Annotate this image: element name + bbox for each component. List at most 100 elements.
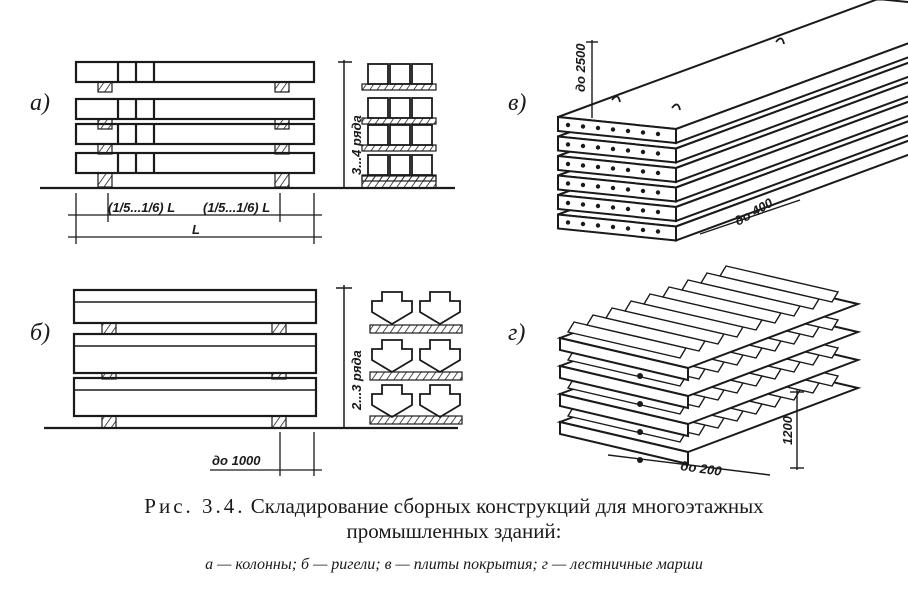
slab-void bbox=[565, 142, 571, 147]
slab-void bbox=[610, 185, 616, 191]
figure-caption-line1: Рис. 3.4. Складирование сборных конструк… bbox=[0, 494, 908, 518]
stair-flight-stack bbox=[556, 265, 862, 466]
slab-void bbox=[625, 128, 631, 134]
slab-stack bbox=[557, 0, 908, 242]
panel-a-dim-left: (1/5...1/6) L bbox=[108, 200, 175, 215]
girder bbox=[72, 332, 318, 375]
legend-letter-g: г bbox=[541, 556, 548, 573]
lifting-loop bbox=[775, 37, 785, 45]
panel-b-girders bbox=[44, 285, 463, 476]
slab-void bbox=[655, 151, 661, 156]
spacer bbox=[274, 172, 290, 188]
panel-g-dim-gap: до 200 bbox=[680, 458, 724, 479]
slab-void bbox=[640, 227, 646, 233]
flight-edge bbox=[559, 364, 689, 410]
column bbox=[74, 60, 316, 84]
spacer bbox=[101, 372, 117, 380]
column-section bbox=[389, 63, 411, 85]
slab-void bbox=[655, 229, 661, 234]
figure-title-line1: Складирование сборных конструкций для мн… bbox=[250, 494, 764, 518]
flight-loop bbox=[637, 457, 643, 463]
slab-void bbox=[625, 148, 631, 153]
panel-g-dim-height: 1200 bbox=[780, 415, 795, 445]
panel-v-dim-height: до 2500 bbox=[573, 43, 588, 92]
slab-void bbox=[580, 163, 586, 168]
slab-void bbox=[565, 161, 571, 167]
slab-void bbox=[595, 203, 601, 209]
slab-void bbox=[640, 208, 646, 213]
slab-void bbox=[610, 127, 616, 132]
figure-legend: а — колонны; б — ригели; в — плиты покры… bbox=[0, 556, 908, 574]
spacer bbox=[271, 372, 287, 380]
spacer-end bbox=[369, 371, 463, 381]
spacer bbox=[271, 322, 287, 335]
slab-side bbox=[675, 81, 908, 184]
slab-void bbox=[580, 221, 586, 227]
spacer-end bbox=[361, 83, 437, 91]
column-stack bbox=[74, 60, 316, 175]
slab-void bbox=[565, 200, 571, 206]
spacer bbox=[97, 81, 113, 93]
slab-void bbox=[640, 169, 646, 174]
panel-a-columns bbox=[40, 60, 455, 244]
spacer bbox=[101, 415, 117, 429]
girder-section bbox=[419, 291, 461, 326]
flight-edge bbox=[559, 336, 689, 382]
girder-stack bbox=[72, 288, 318, 418]
legend-letter-v: в bbox=[384, 556, 392, 573]
flight-edge bbox=[559, 420, 689, 466]
column-spacers bbox=[97, 81, 290, 188]
slab-void bbox=[580, 124, 586, 129]
legend-text-b: — ригели; bbox=[313, 556, 381, 573]
slab-void bbox=[655, 190, 661, 195]
girder-spacers bbox=[101, 322, 287, 429]
slab-void bbox=[565, 122, 571, 128]
column-section bbox=[367, 63, 389, 85]
flight-edge bbox=[559, 392, 689, 438]
slab-void bbox=[595, 145, 601, 150]
spacer-end bbox=[369, 415, 463, 425]
column-section bbox=[367, 124, 389, 146]
spacer bbox=[274, 118, 290, 130]
slab-void bbox=[595, 184, 601, 189]
slab-void bbox=[625, 187, 631, 192]
girder-section bbox=[419, 339, 461, 374]
spacer bbox=[101, 322, 117, 335]
slab-void bbox=[625, 226, 631, 231]
panel-a-dim-right: (1/5...1/6) L bbox=[203, 200, 270, 215]
figure-number: Рис. 3.4. bbox=[144, 494, 246, 518]
slab-void bbox=[610, 146, 616, 152]
girder-section bbox=[419, 384, 461, 419]
panel-v-roof-slabs bbox=[557, 0, 908, 242]
slab-void bbox=[625, 206, 631, 212]
panel-a-dim-total: L bbox=[192, 222, 200, 237]
column bbox=[74, 97, 316, 121]
slab-side bbox=[675, 61, 908, 164]
legend-letter-b: б bbox=[301, 556, 310, 573]
spacer-end bbox=[361, 175, 437, 189]
slab-void bbox=[580, 182, 586, 188]
column-section bbox=[411, 97, 433, 119]
flight-loop bbox=[637, 401, 643, 407]
legend-text-g: — лестничные марши bbox=[552, 556, 703, 573]
slab-void bbox=[610, 166, 616, 171]
slab-void bbox=[595, 164, 601, 170]
slab-void bbox=[655, 209, 661, 215]
girder bbox=[72, 376, 318, 418]
slab-void bbox=[580, 143, 586, 149]
column-section bbox=[411, 124, 433, 146]
spacer bbox=[97, 143, 113, 155]
slab-void bbox=[595, 223, 601, 228]
column-section bbox=[367, 154, 389, 176]
slab-side bbox=[675, 42, 908, 145]
slab-void bbox=[610, 224, 616, 230]
column-section bbox=[389, 154, 411, 176]
spacer bbox=[274, 143, 290, 155]
spacer-end bbox=[361, 144, 437, 152]
legend-letter-a: а bbox=[205, 556, 214, 573]
spacer-end bbox=[361, 117, 437, 125]
slab-side bbox=[675, 120, 908, 223]
column-section bbox=[367, 97, 389, 119]
panel-b-dim-gap: до 1000 bbox=[212, 453, 261, 468]
